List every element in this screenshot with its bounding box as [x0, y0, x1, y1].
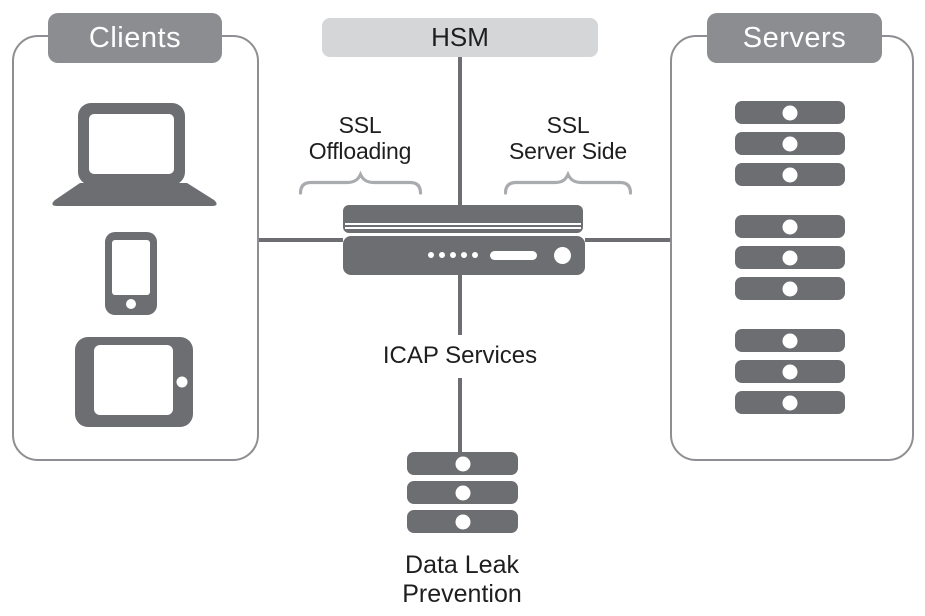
server-led-dot — [455, 485, 470, 500]
servers-panel-title: Servers — [742, 21, 847, 54]
server-led-dot — [782, 250, 798, 265]
server-led-dot — [782, 281, 798, 296]
server-unit — [735, 277, 845, 300]
server-group — [735, 329, 845, 414]
hsm-box: HSM — [322, 18, 598, 57]
ssl-appliance-front-panel — [343, 236, 585, 275]
server-groups — [735, 101, 845, 443]
server-unit — [735, 132, 845, 155]
ssl-offloading-brace — [298, 171, 423, 196]
servers-panel-header: Servers — [707, 13, 882, 63]
server-led-dot — [455, 514, 470, 529]
server-unit — [735, 391, 845, 414]
server-unit — [735, 246, 845, 269]
clients-to-appliance-line — [255, 238, 343, 242]
appliance-to-icap-line — [458, 275, 462, 335]
power-button-icon — [554, 247, 571, 264]
dlp-label-line2: Prevention — [402, 580, 522, 608]
led-indicator — [450, 252, 456, 258]
laptop-icon — [52, 103, 217, 206]
smartphone-icon — [105, 232, 157, 315]
server-unit — [735, 101, 845, 124]
drive-slot — [490, 251, 537, 260]
tablet-icon — [75, 337, 193, 427]
server-unit — [735, 329, 845, 352]
icap-services-label: ICAP Services — [382, 342, 538, 369]
server-led-dot — [782, 219, 798, 234]
ssl-server-side-label: SSL Server Side — [493, 112, 643, 164]
server-led-dot — [782, 105, 798, 120]
hsm-label: HSM — [431, 22, 489, 52]
led-indicator — [428, 252, 434, 258]
appliance-stripe — [345, 223, 581, 225]
server-unit — [407, 510, 518, 533]
clients-panel-title: Clients — [88, 21, 182, 54]
ssl-server-side-line2: Server Side — [509, 138, 627, 164]
server-led-dot — [782, 364, 798, 379]
clients-panel-header: Clients — [48, 13, 222, 63]
server-led-dot — [455, 456, 470, 471]
hsm-to-appliance-line — [458, 57, 462, 205]
dlp-label: Data Leak Prevention — [382, 551, 542, 609]
dlp-label-line1: Data Leak — [405, 551, 519, 579]
appliance-stripe — [345, 227, 581, 229]
server-group — [735, 101, 845, 186]
icap-to-dlp-line — [458, 378, 462, 452]
server-group — [735, 215, 845, 300]
server-led-dot — [782, 167, 798, 182]
led-indicator — [439, 252, 445, 258]
ssl-appliance-top-unit — [343, 205, 583, 233]
server-led-dot — [782, 136, 798, 151]
ssl-offloading-label: SSL Offloading — [285, 112, 435, 164]
server-unit — [407, 452, 518, 475]
server-led-dot — [782, 395, 798, 410]
server-unit — [735, 163, 845, 186]
server-unit — [407, 481, 518, 504]
server-led-dot — [782, 333, 798, 348]
dlp-stack — [407, 452, 518, 539]
ssl-offloading-line2: Offloading — [308, 138, 412, 164]
ssl-server-side-line1: SSL — [546, 112, 590, 138]
server-unit — [735, 360, 845, 383]
server-unit — [735, 215, 845, 238]
ssl-server-side-brace — [503, 171, 633, 196]
ssl-offloading-line1: SSL — [338, 112, 382, 138]
led-indicator — [472, 252, 478, 258]
appliance-to-servers-line — [585, 238, 670, 242]
led-indicator — [461, 252, 467, 258]
